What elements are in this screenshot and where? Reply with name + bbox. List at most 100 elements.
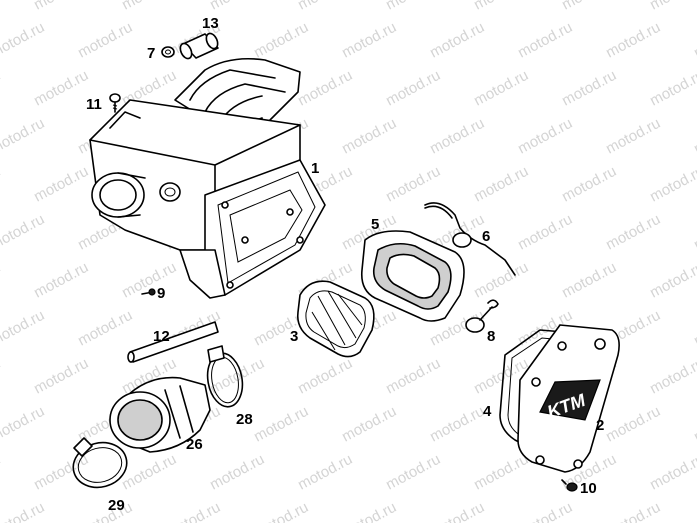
watermark-text: motod.ru bbox=[559, 163, 619, 206]
part-7-knob bbox=[465, 299, 499, 333]
watermark-text: motod.ru bbox=[515, 211, 575, 254]
watermark-text: motod.ru bbox=[691, 115, 697, 158]
callout-labels: 13 7 11 1 5 6 9 12 3 8 4 28 2 26 10 29 bbox=[86, 15, 604, 514]
watermark-text: motod.ru bbox=[603, 19, 663, 62]
watermark-text: motod.ru bbox=[0, 307, 47, 350]
watermark-text: motod.ru bbox=[471, 259, 531, 302]
watermark-text: motod.ru bbox=[295, 67, 355, 110]
watermark-text: motod.ru bbox=[119, 259, 179, 302]
watermark-text: motod.ru bbox=[427, 499, 487, 523]
watermark-text: motod.ru bbox=[603, 403, 663, 446]
watermark-text: motod.ru bbox=[75, 499, 135, 523]
callout-6: 6 bbox=[482, 228, 490, 245]
part-13-hose-piece bbox=[179, 32, 219, 60]
watermark-text: motod.ru bbox=[339, 19, 399, 62]
watermark-text: motod.ru bbox=[251, 19, 311, 62]
watermark-text: motod.ru bbox=[691, 211, 697, 254]
callout-11: 10 bbox=[580, 480, 597, 497]
part-10-screw bbox=[109, 93, 121, 113]
watermark-text: motod.ru bbox=[0, 403, 47, 446]
watermark-text: motod.ru bbox=[471, 451, 531, 494]
watermark-text: motod.ru bbox=[0, 499, 47, 523]
watermark-text: motod.ru bbox=[31, 0, 91, 14]
watermark-text: motod.ru bbox=[383, 355, 443, 398]
watermark-text: motod.ru bbox=[383, 0, 443, 14]
watermark-text: motod.ru bbox=[163, 499, 223, 523]
watermark-text: motod.ru bbox=[647, 259, 697, 302]
watermark-text: motod.ru bbox=[0, 115, 47, 158]
watermark-text: motod.ru bbox=[383, 67, 443, 110]
watermark-text: motod.ru bbox=[0, 19, 47, 62]
watermark-text: motod.ru bbox=[0, 211, 47, 254]
watermark-text: motod.ru bbox=[427, 115, 487, 158]
watermark-text: motod.ru bbox=[471, 0, 531, 14]
watermark-text: motod.ru bbox=[427, 403, 487, 446]
watermark-text: motod.ru bbox=[383, 163, 443, 206]
watermark-text: motod.ru bbox=[603, 115, 663, 158]
watermark-text: motod.ru bbox=[31, 67, 91, 110]
watermark-text: motod.ru bbox=[603, 499, 663, 523]
callout-4: 4 bbox=[483, 403, 492, 420]
watermark-text: motod.ru bbox=[339, 403, 399, 446]
part-11-screw bbox=[561, 479, 578, 492]
watermark-text: motod.ru bbox=[691, 499, 697, 523]
part-29-clamp bbox=[72, 437, 128, 489]
watermark-text: motod.ru bbox=[75, 19, 135, 62]
watermark-text: motod.ru bbox=[119, 451, 179, 494]
watermark-text: motod.ru bbox=[515, 115, 575, 158]
watermark-text: motod.ru bbox=[339, 499, 399, 523]
watermark-text: motod.ru bbox=[31, 355, 91, 398]
watermark-text: motod.ru bbox=[647, 451, 697, 494]
watermark-text: motod.ru bbox=[0, 451, 3, 494]
watermark-text: motod.ru bbox=[559, 259, 619, 302]
callout-5: 5 bbox=[371, 216, 379, 233]
callout-13: 13 bbox=[202, 15, 219, 32]
watermark-text: motod.ru bbox=[0, 67, 3, 110]
watermark-text: motod.ru bbox=[75, 307, 135, 350]
part-3-filter-cage bbox=[296, 280, 375, 358]
watermark-text: motod.ru bbox=[471, 67, 531, 110]
watermark-text: motod.ru bbox=[383, 451, 443, 494]
callout-1: 1 bbox=[311, 160, 319, 177]
watermark-text: motod.ru bbox=[251, 499, 311, 523]
watermark-text: motod.ru bbox=[295, 0, 355, 14]
callout-9: 9 bbox=[157, 285, 165, 302]
callout-28: 28 bbox=[236, 411, 253, 428]
watermark-text: motod.ru bbox=[515, 19, 575, 62]
watermark-text: motod.ru bbox=[207, 0, 267, 14]
watermark-text: motod.ru bbox=[691, 19, 697, 62]
watermark-text: motod.ru bbox=[0, 259, 3, 302]
watermark-text: motod.ru bbox=[559, 67, 619, 110]
watermark-text: motod.ru bbox=[647, 0, 697, 14]
watermark-text: motod.ru bbox=[31, 163, 91, 206]
watermark-text: motod.ru bbox=[691, 403, 697, 446]
watermark-text: motod.ru bbox=[0, 355, 3, 398]
watermark-text: motod.ru bbox=[647, 67, 697, 110]
watermark-text: motod.ru bbox=[295, 355, 355, 398]
watermark-text: motod.ru bbox=[427, 19, 487, 62]
watermark-text: motod.ru bbox=[207, 451, 267, 494]
watermark-text: motod.ru bbox=[647, 163, 697, 206]
part-6-spring-clip bbox=[424, 202, 516, 276]
watermark-text: motod.ru bbox=[603, 211, 663, 254]
callout-8: 7 bbox=[147, 45, 155, 62]
callout-3: 3 bbox=[290, 328, 298, 345]
watermark-text: motod.ru bbox=[559, 0, 619, 14]
callout-7: 8 bbox=[487, 328, 495, 345]
callout-12: 12 bbox=[153, 328, 170, 345]
part-28-clamp bbox=[206, 345, 244, 408]
watermark-text: motod.ru bbox=[647, 355, 697, 398]
watermark-text: motod.ru bbox=[471, 163, 531, 206]
watermark-text: motod.ru bbox=[31, 259, 91, 302]
watermark-text: motod.ru bbox=[515, 499, 575, 523]
watermark-text: motod.ru bbox=[691, 307, 697, 350]
part-1-airbox bbox=[89, 57, 326, 299]
watermark-text: motod.ru bbox=[339, 115, 399, 158]
watermark-text: motod.ru bbox=[251, 403, 311, 446]
part-8-nut bbox=[161, 46, 175, 58]
callout-10: 11 bbox=[86, 96, 102, 113]
part-2-side-cover: KTM bbox=[517, 324, 620, 473]
watermark-text: motod.ru bbox=[0, 0, 3, 14]
watermark-text: motod.ru bbox=[119, 0, 179, 14]
